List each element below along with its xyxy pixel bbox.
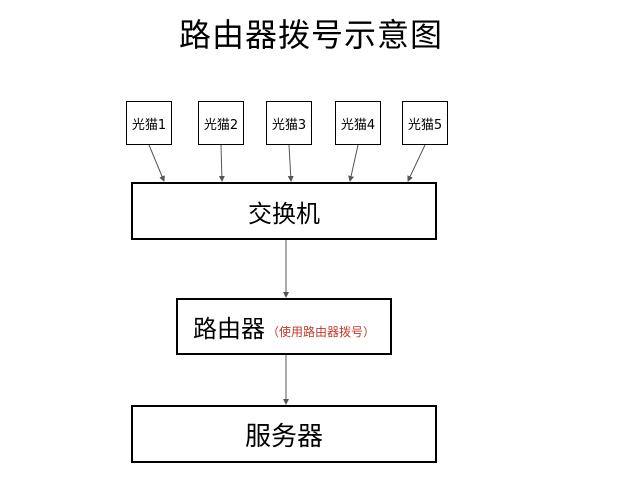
router-note: （使用路由器拨号） xyxy=(266,325,375,339)
arrow-modem2-switch xyxy=(218,144,225,182)
modem-4-box: 光猫4 xyxy=(335,101,381,145)
modem-3-label: 光猫3 xyxy=(271,117,307,133)
modem-2-box: 光猫2 xyxy=(198,101,244,145)
arrow-modem4-switch xyxy=(348,144,359,182)
modem-5-box: 光猫5 xyxy=(402,101,448,145)
modem-3-box: 光猫3 xyxy=(266,101,312,145)
arrow-modem3-switch xyxy=(287,144,294,182)
router-label: 路由器 xyxy=(192,315,265,343)
switch-label: 交换机 xyxy=(248,199,320,228)
modem-1-box: 光猫1 xyxy=(126,101,172,145)
modem-5-label: 光猫5 xyxy=(407,117,443,133)
modem-2-label: 光猫2 xyxy=(203,117,239,133)
arrow-modem1-switch xyxy=(148,144,165,182)
server-box: 服务器 xyxy=(131,405,437,463)
server-label: 服务器 xyxy=(244,421,323,452)
switch-box: 交换机 xyxy=(131,182,437,240)
modem-1-label: 光猫1 xyxy=(131,117,167,133)
modem-4-label: 光猫4 xyxy=(340,117,376,133)
diagram-title: 路由器拨号示意图 xyxy=(178,16,443,54)
arrow-modem5-switch xyxy=(407,144,426,182)
router-box: 路由器 （使用路由器拨号） xyxy=(176,298,392,355)
